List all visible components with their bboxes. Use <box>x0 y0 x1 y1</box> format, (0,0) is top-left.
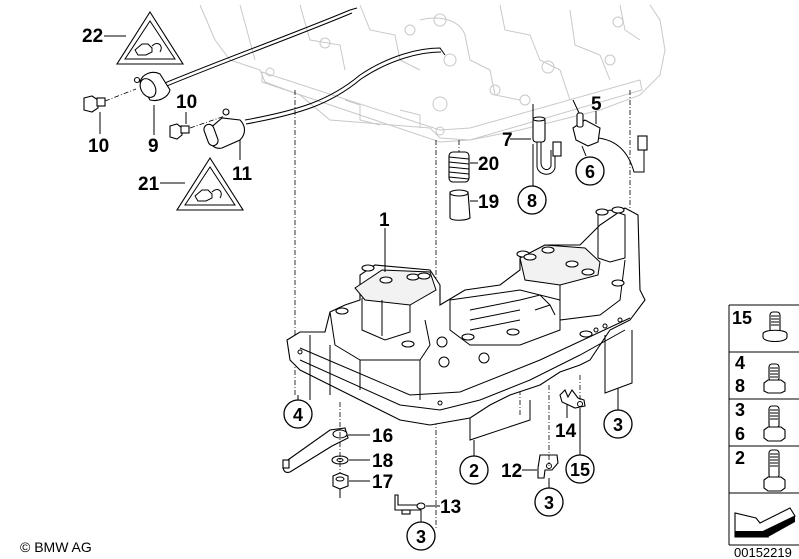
svg-text:6: 6 <box>585 162 595 182</box>
washer-18: 18 <box>331 451 393 472</box>
copyright-text: © BMW AG <box>20 539 92 555</box>
fastener-legend: 15 4 8 3 6 2 <box>728 304 799 559</box>
svg-text:4: 4 <box>293 405 303 425</box>
bracket-14: 14 <box>555 375 586 455</box>
callout-17: 17 <box>372 472 393 493</box>
callout-18: 18 <box>372 451 393 472</box>
svg-text:6: 6 <box>735 424 745 444</box>
circled-callout-4: 4 <box>283 395 313 429</box>
flange-bolt-icon <box>762 311 788 343</box>
speed-sensor-9: 9 <box>133 71 171 157</box>
spring-20: 20 <box>448 140 499 183</box>
clip-13: 13 <box>394 494 461 522</box>
callout-5: 5 <box>591 94 602 115</box>
callout-11: 11 <box>232 164 253 185</box>
callout-9: 9 <box>148 136 159 157</box>
svg-text:3: 3 <box>544 493 554 513</box>
bolt-heads <box>335 206 625 348</box>
svg-text:3: 3 <box>416 527 426 547</box>
bolt-10-right: 10 <box>169 92 226 140</box>
sensor-cables <box>159 7 446 125</box>
speed-sensor-11: 11 <box>203 108 253 185</box>
nut-17: 17 <box>332 472 393 498</box>
circled-callout-8: 8 <box>517 185 547 215</box>
callout-21: 21 <box>138 174 160 195</box>
medium-hex-bolt-icon <box>763 405 786 442</box>
valve-body-1: 1 <box>286 206 646 426</box>
callout-14: 14 <box>555 421 577 442</box>
callout-16: 16 <box>372 426 393 447</box>
callout-12: 12 <box>501 461 522 482</box>
callout-1: 1 <box>379 210 390 231</box>
legend-row-3-6: 3 6 <box>735 400 786 444</box>
svg-text:3: 3 <box>735 400 745 420</box>
callout-7: 7 <box>502 130 513 151</box>
circled-callout-6: 6 <box>575 156 605 186</box>
temperature-sensor-7: 7 <box>502 104 562 186</box>
svg-text:8: 8 <box>527 191 537 211</box>
callout-13: 13 <box>440 497 461 518</box>
long-hex-bolt-icon <box>763 449 786 492</box>
warning-label-21: 21 <box>138 156 245 211</box>
direction-arrow-icon <box>734 507 796 538</box>
svg-text:15: 15 <box>570 460 590 480</box>
callout-19: 19 <box>478 192 499 213</box>
short-hex-bolt-icon <box>763 363 786 394</box>
svg-text:2: 2 <box>735 448 745 468</box>
circled-callout-3-center: 3 <box>534 487 564 517</box>
bolt-10-left: 10 <box>83 88 137 157</box>
circled-callout-3-right: 3 <box>603 388 633 439</box>
svg-text:4: 4 <box>735 353 745 373</box>
callout-10-right: 10 <box>176 92 197 113</box>
legend-row-15: 15 <box>732 308 788 343</box>
svg-text:8: 8 <box>735 376 745 396</box>
bracket-12: 12 <box>501 385 559 488</box>
callout-10-left: 10 <box>88 136 109 157</box>
pressure-sensor-5: 5 <box>572 94 648 173</box>
legend-row-2: 2 <box>735 448 786 492</box>
reference-number: 00152219 <box>734 545 792 559</box>
svg-text:3: 3 <box>613 415 623 435</box>
callout-22: 22 <box>82 26 103 47</box>
sleeve-19: 19 <box>449 189 499 221</box>
circled-callout-3-bottom: 3 <box>406 521 436 551</box>
callout-20: 20 <box>478 154 499 175</box>
transmission-housing-background <box>199 4 666 143</box>
circled-callout-2: 2 <box>459 440 489 485</box>
svg-text:15: 15 <box>732 308 752 328</box>
svg-text:2: 2 <box>469 461 479 481</box>
warning-label-22: 22 <box>82 10 185 65</box>
legend-row-4-8: 4 8 <box>735 353 786 396</box>
circled-callout-15: 15 <box>565 454 595 484</box>
